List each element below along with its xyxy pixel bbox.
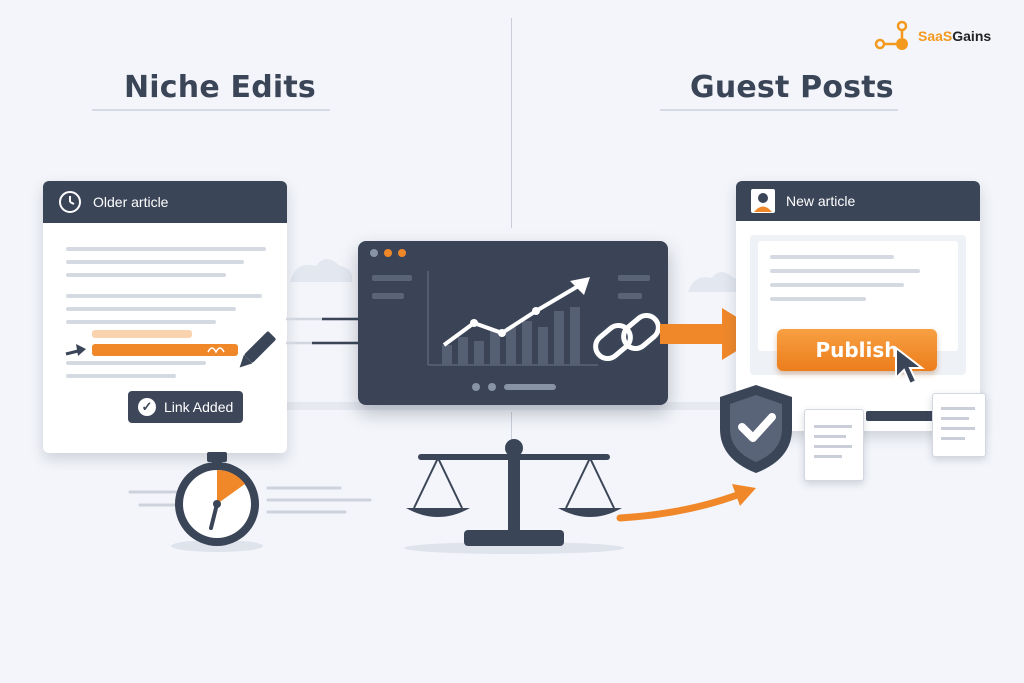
guest-posts-underline <box>660 109 898 111</box>
stopwatch-icon <box>171 452 263 552</box>
text-line <box>770 297 866 301</box>
center-divider <box>511 18 512 228</box>
new-article-header: New article <box>736 181 980 221</box>
older-article-title: Older article <box>93 194 169 210</box>
shield-check-icon <box>720 385 792 473</box>
text-line <box>770 269 920 273</box>
text-line <box>66 247 266 251</box>
text-line <box>770 255 894 259</box>
brand-logo: SaaSGains <box>872 16 991 56</box>
card-footer-bar <box>866 411 966 421</box>
link-highlight-bar <box>92 344 238 356</box>
highlighted-link <box>65 330 276 368</box>
older-article-header: Older article <box>43 181 287 223</box>
center-divider-lower <box>511 412 512 442</box>
text-line <box>66 294 262 298</box>
network-logo-icon <box>874 20 908 50</box>
chart-icon <box>442 307 580 365</box>
brand-name-part1: SaaS <box>918 28 953 44</box>
clock-icon <box>59 191 81 213</box>
check-icon: ✓ <box>138 398 156 416</box>
text-line <box>770 283 904 287</box>
arrow-icon <box>65 344 86 356</box>
brand-name: SaaSGains <box>918 28 991 44</box>
guest-posts-heading: Guest Posts <box>690 70 894 105</box>
text-line <box>66 260 244 264</box>
new-article-title: New article <box>786 193 856 209</box>
text-line <box>66 320 216 324</box>
link-chain-icon <box>590 310 664 364</box>
link-added-label: Link Added <box>164 399 234 415</box>
document-lines <box>941 407 975 440</box>
niche-edits-heading: Niche Edits <box>124 70 316 105</box>
document-lines <box>814 425 852 458</box>
arrow-icon <box>616 484 756 522</box>
document-icon <box>932 393 986 457</box>
brand-name-part2: Gains <box>952 28 992 44</box>
cursor-icon <box>895 346 925 386</box>
scale-icon <box>404 439 624 554</box>
avatar-icon <box>751 189 775 213</box>
pencil-icon <box>239 331 276 368</box>
text-line <box>66 307 236 311</box>
text-line <box>66 273 226 277</box>
analytics-monitor-screen <box>370 249 650 391</box>
link-added-badge: ✓ Link Added <box>128 391 244 423</box>
text-line <box>66 361 206 365</box>
niche-edits-underline <box>92 109 330 111</box>
text-line <box>66 374 176 378</box>
